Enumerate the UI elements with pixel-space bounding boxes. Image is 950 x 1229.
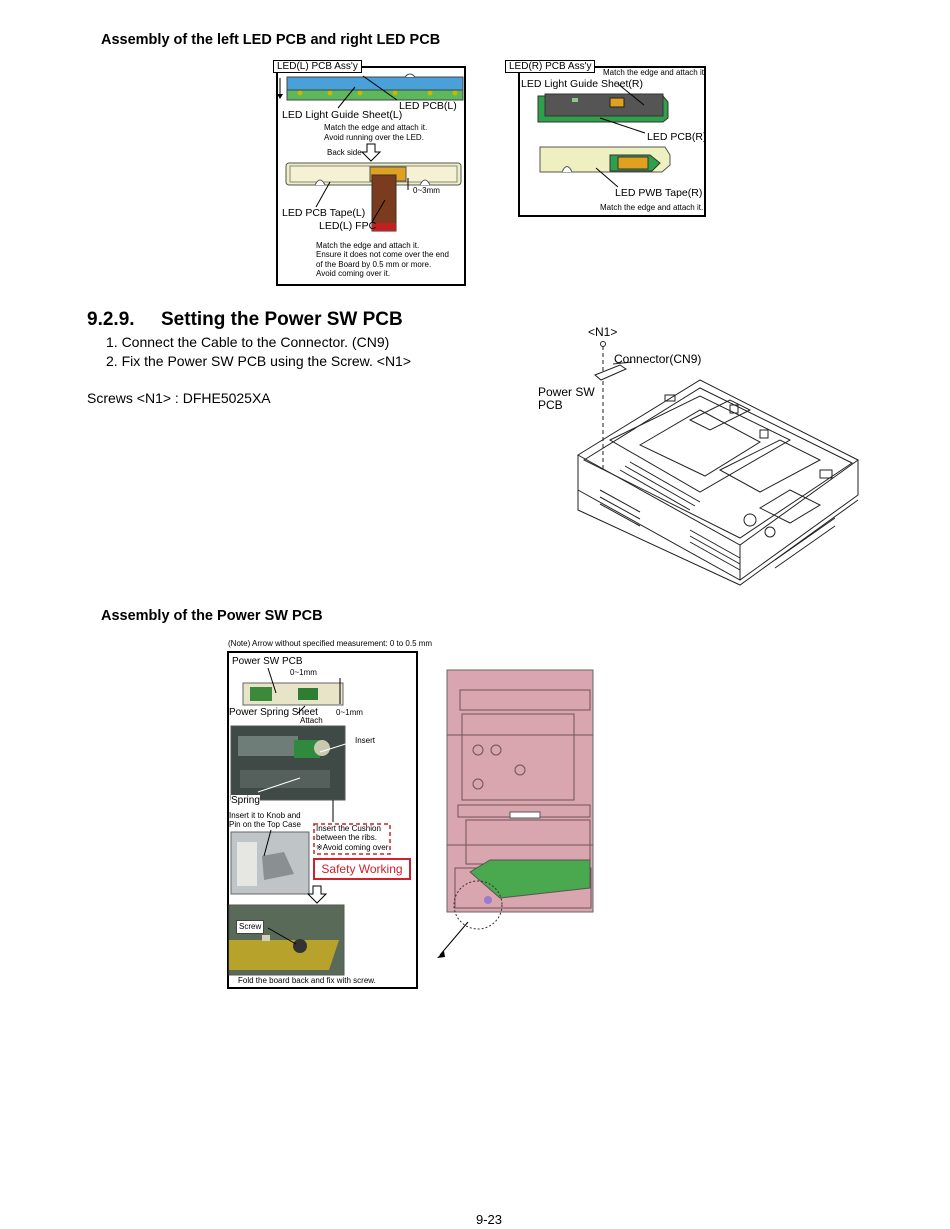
led-right-tag: LED(R) PCB Ass'y [505,60,596,73]
n1-label: <N1> [588,325,618,339]
power-spring-sheet-label: Power Spring Sheet [229,707,318,718]
screw-label: Screw [236,920,265,934]
back-side-label: Back side [327,148,362,157]
led-assembly-title: Assembly of the left LED PCB and right L… [101,32,441,48]
led-pcb-r-label: LED PCB(R) [647,131,707,143]
step-1: 1. Connect the Cable to the Connector. (… [106,334,390,350]
led-left-note-bottom-1: Match the edge and attach it. [316,241,420,250]
section-number: 9.2.9. [87,309,135,330]
fold-instruction: Fold the board back and fix with screw. [238,976,376,985]
step-2: 2. Fix the Power SW PCB using the Screw.… [106,353,412,369]
knob-instruction-1: Insert it to Knob and [229,811,301,820]
power-sw-assembly-title: Assembly of the Power SW PCB [101,608,323,624]
attach-label: Attach [300,716,323,725]
screws-spec: Screws <N1> : DFHE5025XA [87,390,271,406]
led-pcb-l-label: LED PCB(L) [399,100,457,112]
page-number: 9-23 [476,1212,503,1227]
led-right-panel [518,66,706,217]
spring-label: Spring [231,795,260,806]
power-sw-pcb-label: Power SW PCB [538,386,595,412]
safety-working-badge: Safety Working [313,858,411,880]
gap-top-label: 0~1mm [290,668,317,677]
power-sw-pcb-label-line1: Power SW [538,385,595,399]
connector-cn9-label: Connector(CN9) [614,352,702,366]
led-left-note-bottom-4: Avoid coming over it. [316,269,391,278]
led-pwb-tape-r-label: LED PWB Tape(R) [615,187,703,199]
led-l-fpc-label: LED(L) FPC [319,220,377,232]
led-left-note-bottom-3: of the Board by 0.5 mm or more. [316,260,432,269]
led-guide-sheet-r-label: LED Light Guide Sheet(R) [521,78,643,90]
led-left-tag: LED(L) PCB Ass'y [273,60,362,73]
power-sw-pcb-label-line2: PCB [538,398,563,412]
led-left-note-bottom-2: Ensure it does not come over the end [316,250,449,259]
led-left-note-match-1: Match the edge and attach it. [324,123,428,132]
insert-label: Insert [355,736,376,745]
power-sw-pcb-title: Power SW PCB [232,656,303,667]
cushion-instruction-2: between the ribs. [316,833,377,842]
cushion-instruction-1: Insert the Cushion [316,824,381,833]
assembly-note: (Note) Arrow without specified measureme… [228,639,433,648]
cushion-instruction-3: ※Avoid coming over [316,843,389,852]
led-left-note-match-2: Avoid running over the LED. [324,133,424,142]
led-right-note-bottom: Match the edge and attach it. [600,203,704,212]
led-right-note-top: Match the edge and attach it. [603,68,707,77]
section-title: Setting the Power SW PCB [161,309,403,330]
knob-instruction-2: Pin on the Top Case [229,820,301,829]
led-guide-sheet-l-label: LED Light Guide Sheet(L) [282,109,403,121]
gap-0-3mm-label: 0~3mm [413,186,440,195]
gap-side-label: 0~1mm [336,708,363,717]
led-pcb-tape-l-label: LED PCB Tape(L) [282,207,366,219]
